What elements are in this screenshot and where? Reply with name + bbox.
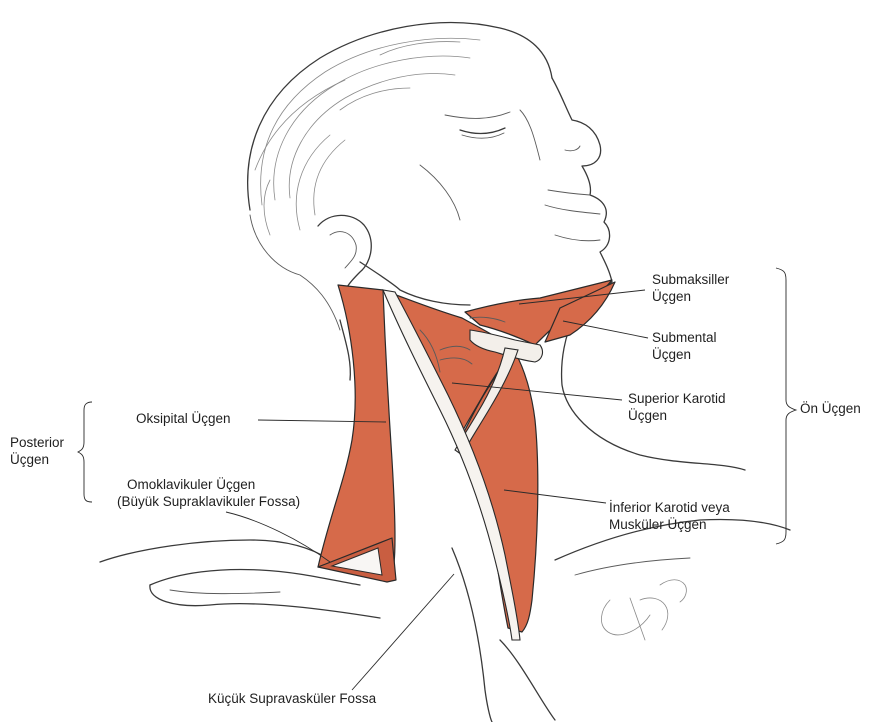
label-oksipital: Oksipital Üçgen (136, 410, 231, 427)
label-on-ucgen: Ön Üçgen (800, 400, 861, 417)
label-omoklavikuler: Omoklavikuler Üçgen (Büyük Supraklavikul… (127, 476, 300, 510)
label-superior-karotid-line1: Superior Karotid (628, 390, 726, 407)
label-omoklavikuler-line1: Omoklavikuler Üçgen (127, 476, 300, 493)
label-posterior-line2: Üçgen (10, 451, 64, 468)
label-submental: Submental Üçgen (652, 329, 717, 363)
face-profile (420, 78, 612, 282)
label-superior-karotid-line2: Üçgen (628, 407, 726, 424)
label-posterior: Posterior Üçgen (10, 434, 64, 468)
label-submaksiller: Submaksiller Üçgen (652, 271, 729, 305)
label-inferior-karotid-line1: İnferior Karotid veya (609, 499, 730, 516)
label-kucuk-supravaskuler: Küçük Supravasküler Fossa (208, 690, 376, 707)
label-superior-karotid: Superior Karotid Üçgen (628, 390, 726, 424)
artist-signature (601, 580, 686, 640)
label-inferior-karotid: İnferior Karotid veya Musküler Üçgen (609, 499, 730, 533)
label-omoklavikuler-line2: (Büyük Supraklavikuler Fossa) (117, 493, 300, 510)
label-submaksiller-line2: Üçgen (652, 288, 729, 305)
label-submental-line1: Submental (652, 329, 717, 346)
oksipital-triangle (318, 285, 395, 567)
label-posterior-line1: Posterior (10, 434, 64, 451)
label-submaksiller-line1: Submaksiller (652, 271, 729, 288)
hair-strokes (248, 23, 552, 330)
label-submental-line2: Üçgen (652, 346, 717, 363)
label-inferior-karotid-line2: Musküler Üçgen (609, 516, 730, 533)
